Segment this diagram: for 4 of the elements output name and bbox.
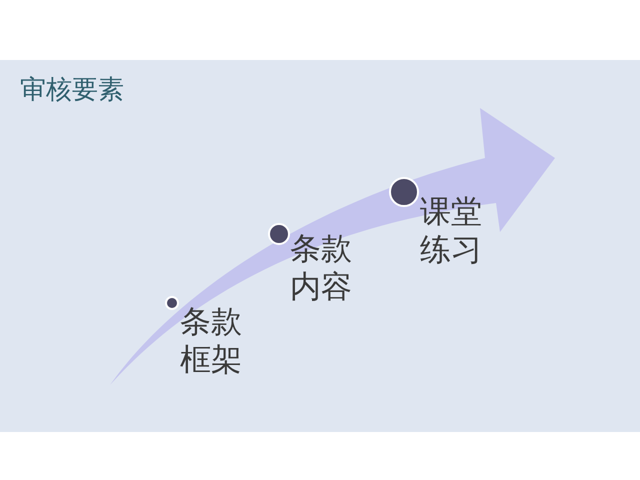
step-label: 条款框架 [180,303,243,379]
title: 审核要素 [20,74,124,107]
step-label: 课堂练习 [420,193,483,269]
step-label: 条款内容 [290,230,353,306]
